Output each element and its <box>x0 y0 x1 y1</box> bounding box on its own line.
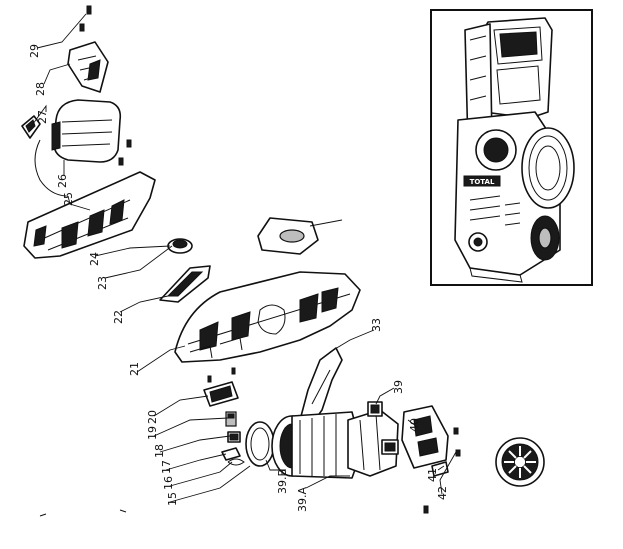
callout-39: 39 <box>392 380 405 394</box>
callout-29: 29 <box>28 44 41 58</box>
callout-16: 16 <box>162 476 175 490</box>
wheel <box>495 437 545 487</box>
callout-39b: 39.B <box>276 469 289 494</box>
part-20-switch <box>203 367 239 407</box>
part-17-clip <box>221 447 241 461</box>
part-18-fitting <box>227 431 241 443</box>
callout-labels: 29 28 27 26 25 24 23 22 21 20 19 18 17 1… <box>28 44 449 512</box>
part-40-valve-block <box>401 405 459 469</box>
part-29-screw <box>79 5 92 32</box>
screw-a <box>126 139 132 148</box>
part-21-main-housing <box>174 271 361 363</box>
callout-20: 20 <box>146 410 159 424</box>
inset-brand-label: TOTAL <box>470 178 495 186</box>
part-15-filter-disc <box>245 421 275 467</box>
callout-42: 42 <box>436 486 449 500</box>
callout-18: 18 <box>153 444 166 458</box>
callout-23: 23 <box>96 276 109 290</box>
callout-19: 19 <box>146 426 159 440</box>
leader-lines <box>29 13 457 503</box>
callout-33: 33 <box>370 318 383 332</box>
part-23-gasket <box>159 265 211 303</box>
part-16-spring <box>227 458 245 466</box>
callout-21: 21 <box>128 362 141 376</box>
part-42-screws <box>423 505 429 514</box>
assembled-washer-illustration: TOTAL <box>454 17 575 283</box>
callout-15: 15 <box>166 492 179 506</box>
callout-26: 26 <box>56 174 69 188</box>
callout-22: 22 <box>112 310 125 324</box>
callout-27: 27 <box>36 110 49 124</box>
assembled-unit-inset: TOTAL <box>430 9 593 286</box>
callout-28: 28 <box>34 82 47 96</box>
part-37-bracket <box>257 217 319 255</box>
callout-24: 24 <box>88 252 101 266</box>
part-30-motor <box>271 411 363 479</box>
part-28-top-cover <box>67 41 109 93</box>
part-25-front-panel <box>23 171 156 259</box>
callout-41: 41 <box>426 468 439 482</box>
callout-25: 25 <box>62 192 75 206</box>
stray-mark <box>119 509 127 513</box>
part-39-pump <box>347 401 399 477</box>
part-24-knob <box>167 238 193 254</box>
callout-39a: 39.A <box>296 487 309 512</box>
part-19-fitting <box>225 411 237 427</box>
stray-mark <box>39 513 47 517</box>
callout-40: 40 <box>408 418 421 432</box>
part-26-box-cable <box>34 99 122 197</box>
callout-17: 17 <box>160 460 173 474</box>
screw-b <box>118 157 124 166</box>
